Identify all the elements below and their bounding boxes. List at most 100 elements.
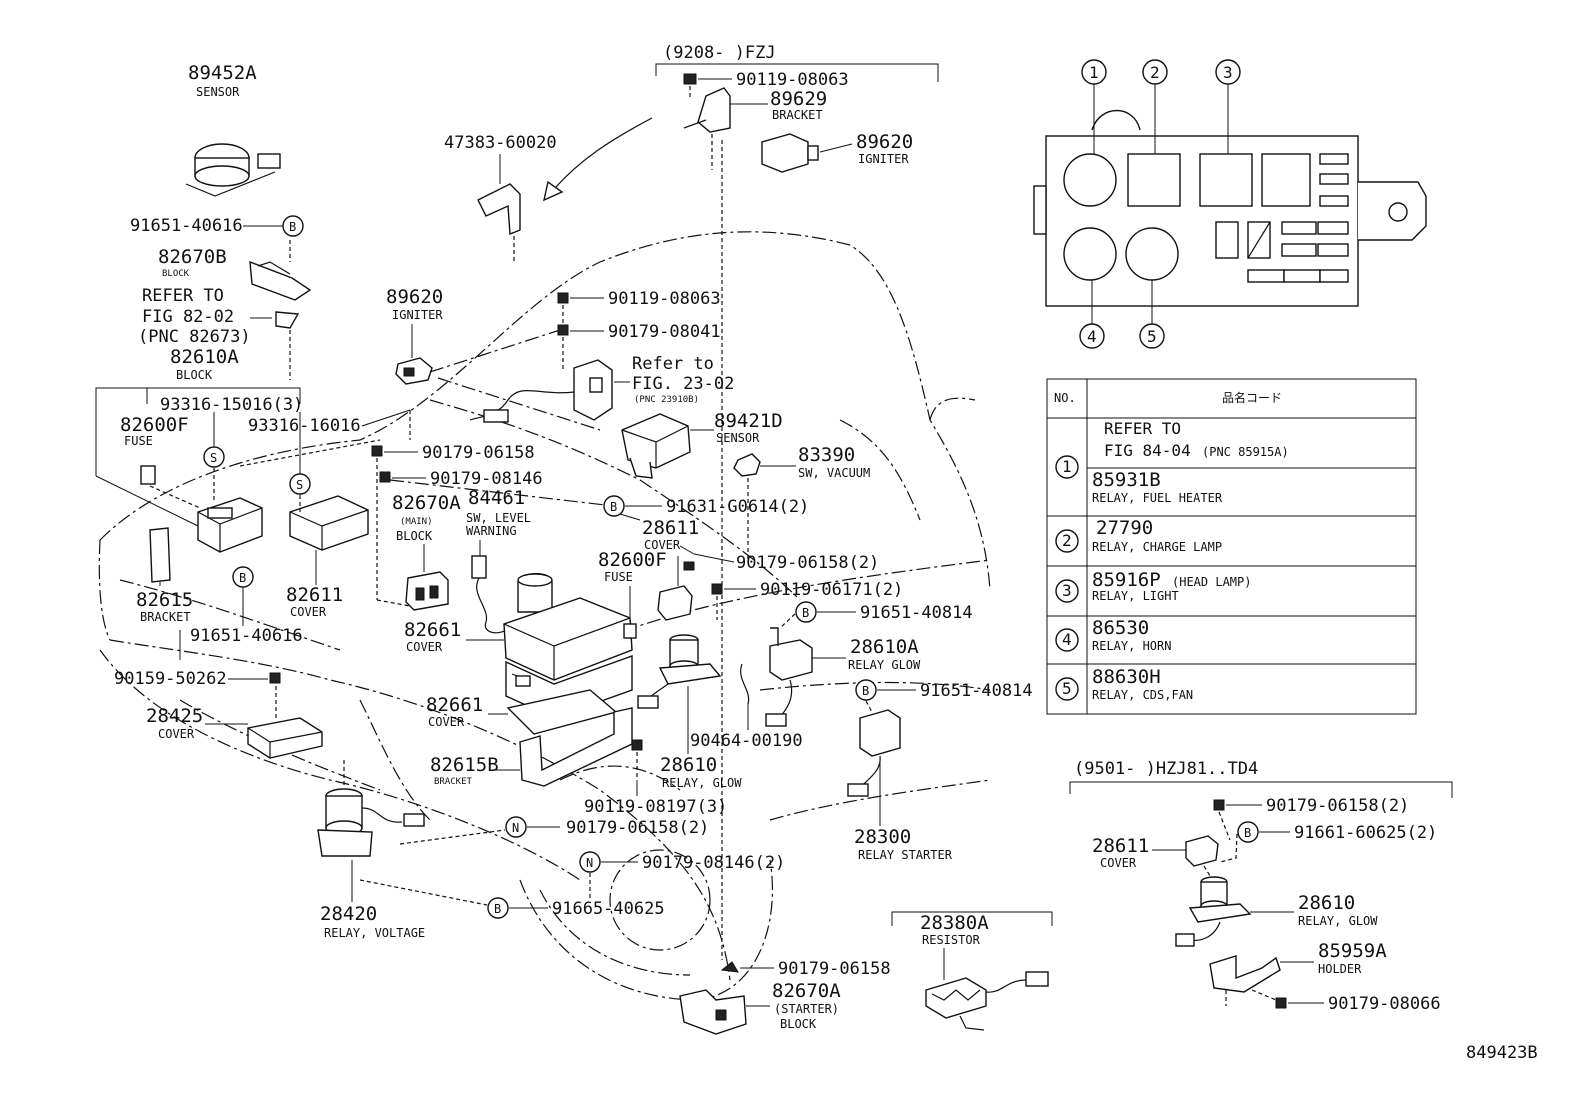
part-89620-mid: 89620 IGNITER xyxy=(386,286,601,431)
svg-text:5: 5 xyxy=(1147,327,1157,346)
part-82661-top: 82661 COVER xyxy=(404,619,504,654)
part-82610A: 82610A BLOCK 93316-15016(3) 82600F FUSE … xyxy=(95,346,311,527)
svg-text:89452A: 89452A xyxy=(188,62,257,84)
part-83390: 83390 SW, VACUUM xyxy=(733,444,870,560)
svg-text:COVER: COVER xyxy=(290,605,327,619)
part-28300: 28300 RELAY STARTER xyxy=(847,709,953,862)
svg-text:(STARTER): (STARTER) xyxy=(774,1002,839,1016)
part-91651-40814-b: B 91651-40814 xyxy=(855,679,1033,713)
svg-text:90119-06171(2): 90119-06171(2) xyxy=(760,580,903,600)
svg-text:B: B xyxy=(862,684,869,698)
part-84461: 84461 SW, LEVEL WARNING xyxy=(466,487,531,634)
svg-text:28300: 28300 xyxy=(854,826,911,848)
part-82670A-main: 82670A (MAIN) BLOCK xyxy=(392,492,461,611)
svg-text:(PNC 85915A): (PNC 85915A) xyxy=(1202,445,1289,459)
svg-text:2: 2 xyxy=(1150,63,1160,82)
svg-text:4: 4 xyxy=(1062,630,1072,649)
svg-text:86530: 86530 xyxy=(1092,617,1149,639)
svg-text:90464-00190: 90464-00190 xyxy=(690,731,803,751)
part-91631-g0614: B 91631-G0614(2) xyxy=(603,495,809,517)
svg-text:REFER TO: REFER TO xyxy=(1104,419,1181,438)
svg-text:B: B xyxy=(802,606,809,620)
fzj-range-bracket: (9208- )FZJ xyxy=(655,43,939,82)
svg-text:82610A: 82610A xyxy=(170,346,239,368)
part-91665-40625: B 91665-40625 xyxy=(359,879,665,919)
svg-text:BLOCK: BLOCK xyxy=(396,529,433,543)
svg-text:84461: 84461 xyxy=(468,487,525,509)
part-82661-bot: 82661 COVER xyxy=(426,694,508,729)
relay-box-diagram: 1 2 3 4 5 xyxy=(1033,59,1427,349)
vehicle-body-outline xyxy=(98,231,991,1001)
part-28610-main: 28610 RELAY, GLOW xyxy=(637,634,742,790)
refer-fig-23-02: Refer to FIG. 23-02 (PNC 23910B) xyxy=(469,354,734,423)
part-91651-40616-top: 91651-40616 B xyxy=(130,215,304,237)
svg-text:SW, LEVEL: SW, LEVEL xyxy=(466,511,531,525)
fzj-range-label: (9208- )FZJ xyxy=(663,43,776,63)
svg-text:90179-06158: 90179-06158 xyxy=(778,959,891,979)
svg-text:(PNC 23910B): (PNC 23910B) xyxy=(634,395,699,405)
svg-text:N: N xyxy=(586,856,593,870)
svg-text:BRACKET: BRACKET xyxy=(140,610,191,624)
svg-text:RELAY, CHARGE LAMP: RELAY, CHARGE LAMP xyxy=(1092,540,1222,554)
part-28425: 28425 COVER xyxy=(146,705,323,759)
svg-text:2: 2 xyxy=(1062,531,1072,550)
figure-id: 849423B xyxy=(1466,1043,1538,1063)
part-85959A: 85959A HOLDER xyxy=(1209,940,1387,1006)
svg-text:FIG 82-02: FIG 82-02 xyxy=(142,307,234,327)
part-90119-08063-mid: 90119-08063 90179-08041 xyxy=(557,289,721,372)
svg-text:4: 4 xyxy=(1087,327,1097,346)
part-90179-08066: 90179-08066 xyxy=(1251,989,1441,1014)
svg-text:28380A: 28380A xyxy=(920,912,989,934)
svg-text:82661: 82661 xyxy=(426,694,483,716)
svg-text:91665-40625: 91665-40625 xyxy=(552,899,665,919)
svg-text:B: B xyxy=(494,902,501,916)
part-90119-08197: 90119-08197(3) xyxy=(584,739,727,817)
svg-text:85931B: 85931B xyxy=(1092,469,1161,491)
svg-text:RELAY, GLOW: RELAY, GLOW xyxy=(662,776,742,790)
svg-text:90179-08146(2): 90179-08146(2) xyxy=(642,853,785,873)
svg-text:RELAY, CDS,FAN: RELAY, CDS,FAN xyxy=(1092,688,1193,702)
svg-text:RELAY STARTER: RELAY STARTER xyxy=(858,848,953,862)
svg-text:(PNC 82673): (PNC 82673) xyxy=(138,327,251,347)
svg-text:RELAY, LIGHT: RELAY, LIGHT xyxy=(1092,589,1179,603)
svg-text:S: S xyxy=(210,451,217,465)
svg-text:Refer to: Refer to xyxy=(632,354,714,374)
svg-text:(HEAD LAMP): (HEAD LAMP) xyxy=(1172,575,1251,589)
svg-text:COVER: COVER xyxy=(644,538,681,552)
svg-text:28610A: 28610A xyxy=(850,636,919,658)
svg-text:82670A: 82670A xyxy=(392,492,461,514)
svg-text:RELAY, FUEL HEATER: RELAY, FUEL HEATER xyxy=(1092,491,1223,505)
svg-text:28611: 28611 xyxy=(1092,835,1149,857)
svg-text:SENSOR: SENSOR xyxy=(196,85,240,99)
svg-text:83390: 83390 xyxy=(798,444,855,466)
part-93316-16016: 93316-16016 xyxy=(239,409,411,467)
svg-text:BLOCK: BLOCK xyxy=(176,368,213,382)
svg-text:93316-15016(3): 93316-15016(3) xyxy=(160,395,303,415)
svg-text:27790: 27790 xyxy=(1096,517,1153,539)
relay-table: NO. 品名コード 1 REFER TO FIG 84-04 (PNC 8591… xyxy=(1046,378,1417,715)
svg-text:91661-60625(2): 91661-60625(2) xyxy=(1294,823,1437,843)
svg-text:5: 5 xyxy=(1062,679,1072,698)
svg-text:IGNITER: IGNITER xyxy=(858,152,909,166)
part-89421D: 89421D SENSOR xyxy=(621,410,783,479)
part-82611: 82611 COVER xyxy=(286,495,369,619)
svg-text:(9501- )HZJ81..TD4: (9501- )HZJ81..TD4 xyxy=(1074,759,1258,779)
svg-text:82615: 82615 xyxy=(136,589,193,611)
refer-fig-82-02: REFER TO FIG 82-02 (PNC 82673) xyxy=(138,286,300,380)
svg-text:B: B xyxy=(239,571,246,585)
svg-text:82600F: 82600F xyxy=(120,414,189,436)
part-82600F-mid: 82600F FUSE xyxy=(598,549,667,639)
svg-text:SW, VACUUM: SW, VACUUM xyxy=(798,466,870,480)
part-28610-right: 28610 RELAY, GLOW xyxy=(1175,876,1378,947)
svg-text:FIG 84-04: FIG 84-04 xyxy=(1104,441,1191,460)
svg-text:82615B: 82615B xyxy=(430,754,499,776)
svg-text:HOLDER: HOLDER xyxy=(1318,962,1362,976)
svg-text:90179-06158(2): 90179-06158(2) xyxy=(1266,796,1409,816)
part-82615B: 82615B BRACKET xyxy=(430,707,633,787)
part-28610A: 28610A RELAY GLOW xyxy=(765,627,921,727)
part-90179-06158-a: 90179-06158 90179-08146 xyxy=(371,443,615,607)
svg-text:93316-16016: 93316-16016 xyxy=(248,416,361,436)
part-90179-06158-n: N 90179-06158(2) xyxy=(399,816,709,845)
svg-text:COVER: COVER xyxy=(406,640,443,654)
